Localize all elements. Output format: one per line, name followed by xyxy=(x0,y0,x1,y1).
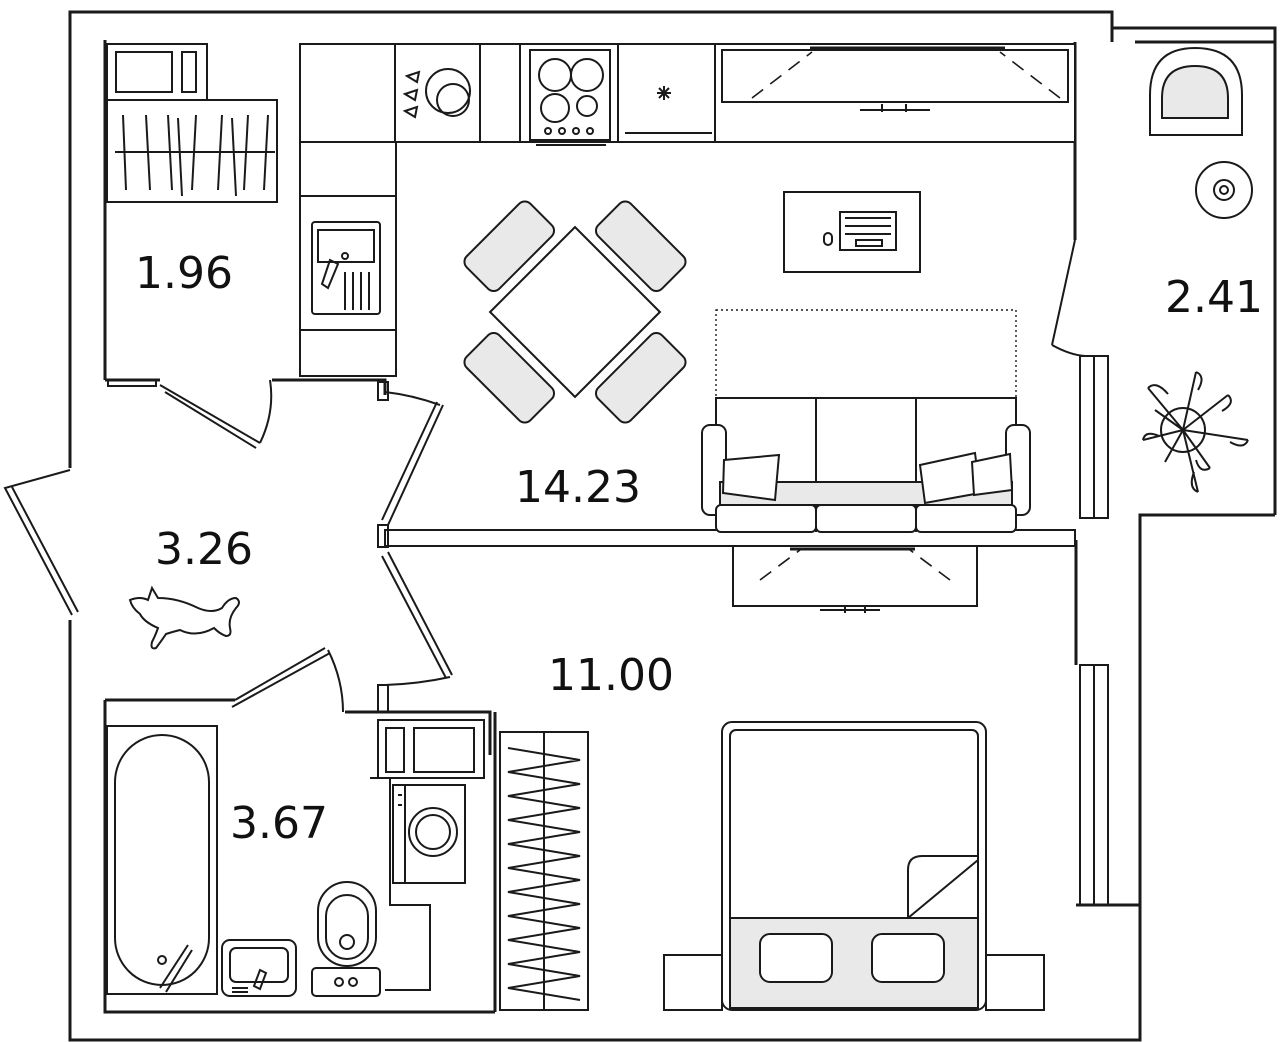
wardrobe-icon xyxy=(106,43,278,203)
room-area-balcony: 2.41 xyxy=(1165,272,1263,323)
range-hood-window xyxy=(721,46,1069,112)
dining-table-icon xyxy=(463,200,687,424)
sink-icon xyxy=(311,221,381,315)
bed-icon xyxy=(663,721,1045,1011)
room-labels: 1.96 2.41 3.26 3.67 14.23 11.00 xyxy=(135,248,1263,849)
washing-machine-icon xyxy=(370,719,485,991)
closet-icon xyxy=(499,731,589,1011)
laptop-desk-icon xyxy=(783,191,921,273)
room-area-bathroom: 3.67 xyxy=(230,798,328,849)
cat-icon xyxy=(128,585,240,650)
toilet-icon xyxy=(311,881,381,997)
bathroom-sink-icon xyxy=(221,939,297,997)
bathtub-icon xyxy=(106,725,218,995)
side-table-icon xyxy=(1195,161,1253,219)
sofa-icon xyxy=(701,309,1031,533)
windows xyxy=(1074,355,1140,907)
armchair-icon xyxy=(1149,46,1243,136)
interior-walls xyxy=(105,378,1076,1012)
room-area-storage: 1.96 xyxy=(135,248,233,299)
dishwasher-icon xyxy=(402,68,471,143)
room-area-bedroom: 11.00 xyxy=(548,650,674,701)
room-area-hallway: 3.26 xyxy=(155,524,253,575)
room-area-kitchen-living: 14.23 xyxy=(515,462,641,513)
doors xyxy=(3,239,1086,713)
plant-icon xyxy=(1142,371,1249,493)
tv-icon xyxy=(732,545,978,613)
fridge-icon xyxy=(625,86,712,134)
stove-icon xyxy=(529,49,611,146)
